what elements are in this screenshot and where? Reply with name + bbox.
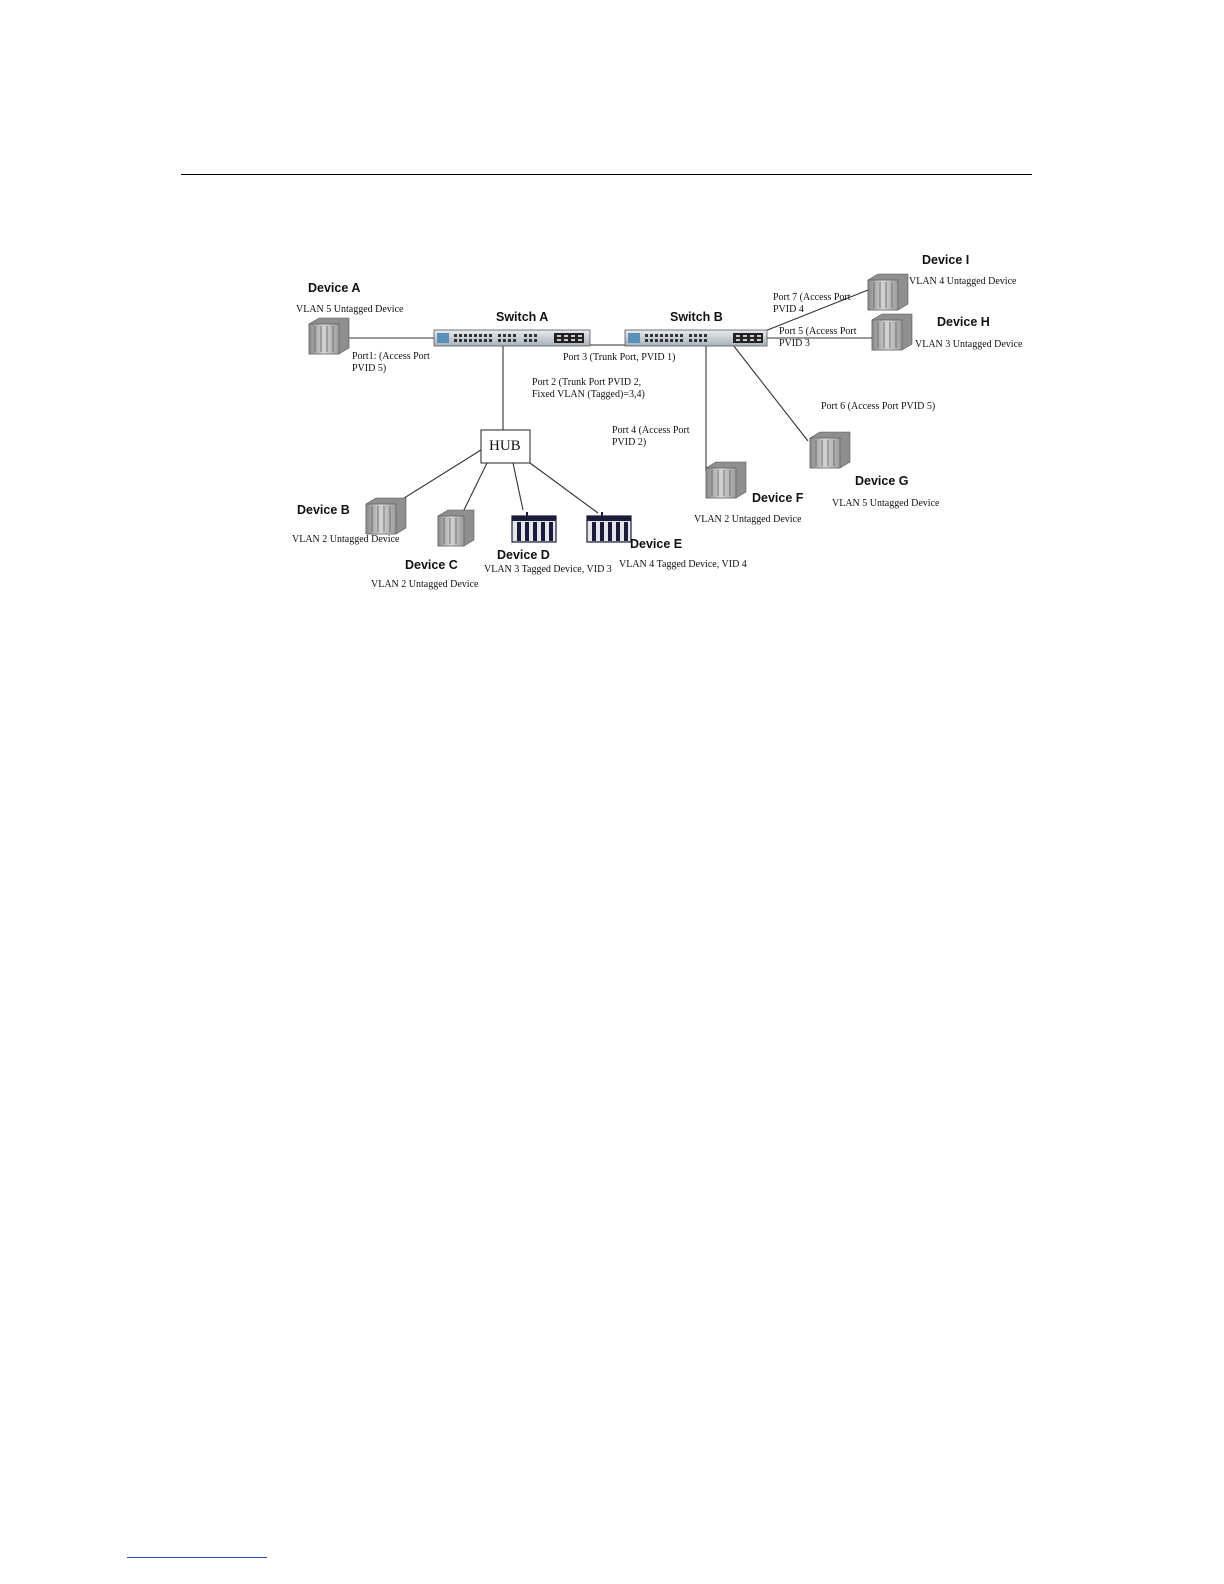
device-i-name: Device I — [922, 253, 969, 267]
device-i-desc: VLAN 4 Untagged Device — [909, 276, 1017, 287]
connection-lines — [345, 289, 872, 515]
device-f-icon — [705, 461, 747, 499]
port3-label: Port 3 (Trunk Port, PVID 1) — [563, 352, 675, 363]
hub-box — [480, 429, 531, 464]
device-f-desc: VLAN 2 Untagged Device — [694, 514, 802, 525]
header-rule — [181, 174, 1032, 175]
switch-b-label: Switch B — [670, 310, 723, 324]
device-c-desc: VLAN 2 Untagged Device — [371, 579, 479, 590]
device-e-name: Device E — [630, 537, 682, 551]
port5-label-line1: Port 5 (Access Port — [779, 326, 857, 337]
link-switch-b-device-i — [764, 289, 869, 332]
device-h-desc: VLAN 3 Untagged Device — [915, 339, 1023, 350]
device-d-desc: VLAN 3 Tagged Device, VID 3 — [484, 564, 612, 575]
device-b-name: Device B — [297, 503, 350, 517]
device-e-desc: VLAN 4 Tagged Device, VID 4 — [619, 559, 747, 570]
device-c-icon — [437, 509, 475, 547]
device-g-desc: VLAN 5 Untagged Device — [832, 498, 940, 509]
link-hub-device-d — [512, 462, 524, 511]
port7-label-line1: Port 7 (Access Port — [773, 292, 851, 303]
port4-label-line1: Port 4 (Access Port — [612, 425, 690, 436]
device-d-icon — [511, 512, 557, 543]
device-h-name: Device H — [937, 315, 990, 329]
port1-label-line2: PVID 5) — [352, 363, 386, 374]
device-g-icon — [809, 431, 851, 469]
device-c-name: Device C — [405, 558, 458, 572]
link-hub-device-e — [529, 462, 599, 514]
device-d-name: Device D — [497, 548, 550, 562]
port7-label-line2: PVID 4 — [773, 304, 804, 315]
switch-a-icon — [433, 329, 591, 347]
device-i-icon — [867, 273, 909, 311]
link-switch-b-device-g — [732, 344, 809, 442]
footer-link-underline — [127, 1557, 267, 1558]
device-a-icon — [308, 317, 350, 355]
port4-label-line2: PVID 2) — [612, 437, 646, 448]
device-g-name: Device G — [855, 474, 909, 488]
device-a-desc: VLAN 5 Untagged Device — [296, 304, 404, 315]
link-hub-device-c — [461, 462, 488, 515]
device-a-name: Device A — [308, 281, 360, 295]
port5-label-line2: PVID 3 — [779, 338, 810, 349]
device-b-desc: VLAN 2 Untagged Device — [292, 534, 400, 545]
switch-b-icon — [624, 329, 768, 347]
port6-label: Port 6 (Access Port PVID 5) — [821, 401, 935, 412]
device-e-icon — [586, 512, 632, 543]
switch-a-label: Switch A — [496, 310, 548, 324]
port2-label-line1: Port 2 (Trunk Port PVID 2, — [532, 377, 641, 388]
device-h-icon — [871, 313, 913, 351]
device-f-name: Device F — [752, 491, 804, 505]
device-b-icon — [365, 497, 407, 535]
port2-label-line2: Fixed VLAN (Tagged)=3,4) — [532, 389, 645, 400]
hub-label: HUB — [489, 438, 521, 454]
port1-label-line1: Port1: (Access Port — [352, 351, 430, 362]
